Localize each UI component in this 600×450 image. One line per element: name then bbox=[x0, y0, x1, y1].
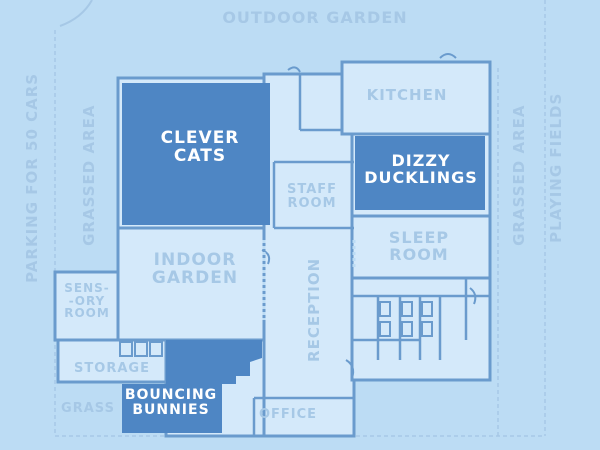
sensory-room-label: SENS- -ORY ROOM bbox=[64, 281, 110, 321]
grassed-area-right-label: GRASSED AREA bbox=[510, 104, 529, 246]
outdoor-garden-label: OUTDOOR GARDEN bbox=[222, 8, 408, 27]
clever-cats-room bbox=[122, 83, 270, 225]
bouncing-bunnies-room bbox=[122, 340, 262, 433]
indoor-garden-label: INDOOR GARDEN bbox=[151, 250, 239, 288]
fixtures bbox=[119, 53, 477, 379]
office-label: OFFICE bbox=[258, 407, 318, 422]
storage-label: STORAGE bbox=[74, 361, 150, 376]
door-markers bbox=[262, 240, 356, 320]
playing-fields-label: PLAYING FIELDS bbox=[547, 92, 566, 243]
dizzy-ducklings-room bbox=[355, 136, 485, 210]
bouncing-bunnies-label: BOUNCING BUNNIES bbox=[124, 387, 218, 418]
grassed-area-left-label: GRASSED AREA bbox=[80, 104, 99, 246]
clever-cats-label: CLEVER CATS bbox=[160, 128, 240, 166]
gate-arc-icon bbox=[59, 0, 93, 27]
reception-label: RECEPTION bbox=[305, 257, 324, 362]
dizzy-ducklings-label: DIZZY DUCKLINGS bbox=[364, 151, 478, 187]
grass-label: GRASS bbox=[61, 401, 115, 416]
kitchen-label: KITCHEN bbox=[366, 86, 448, 104]
interior-walls bbox=[118, 74, 490, 436]
staff-room-label: STAFF ROOM bbox=[286, 182, 338, 211]
parking-label: PARKING FOR 50 CARS bbox=[23, 72, 42, 283]
sleep-room-label: SLEEP ROOM bbox=[388, 228, 450, 264]
